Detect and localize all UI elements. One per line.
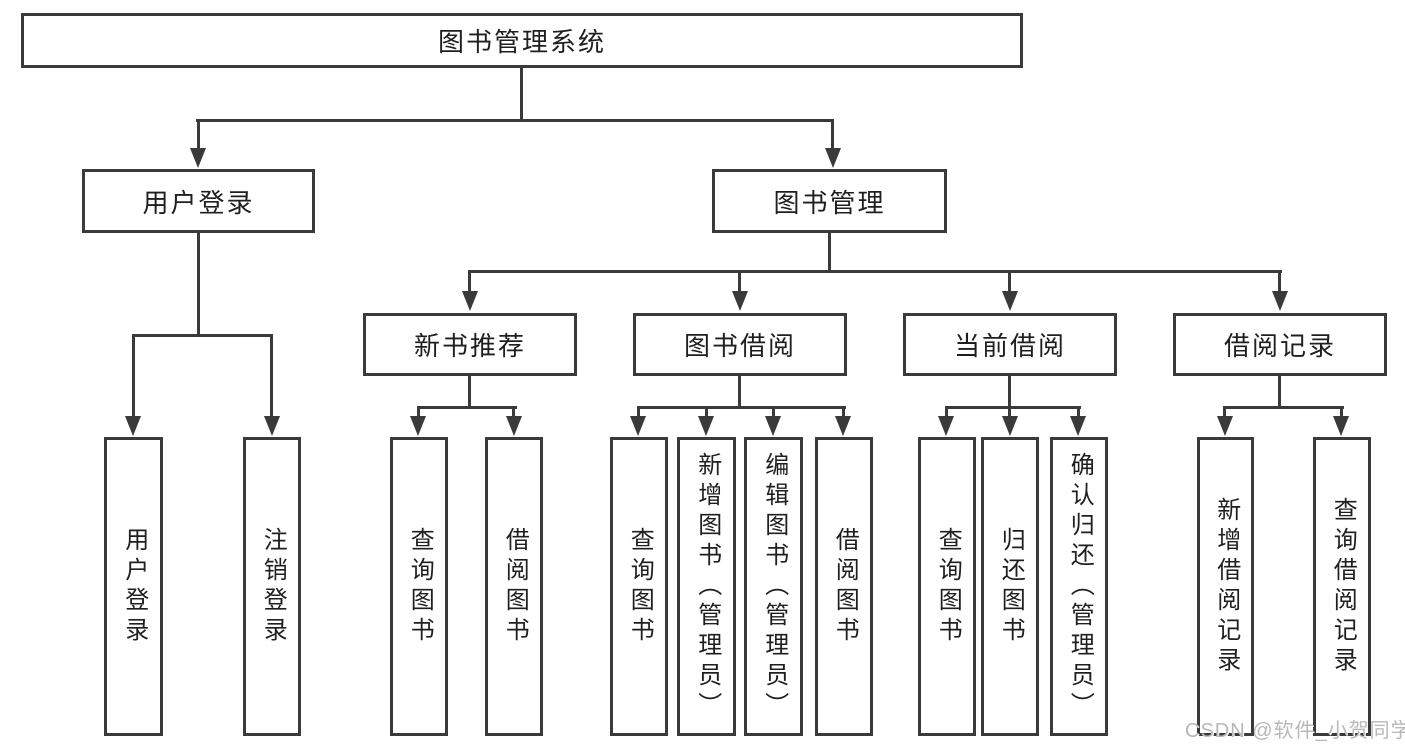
arrow-down-icon <box>825 148 841 168</box>
connector-line <box>1340 406 1343 418</box>
connector-line <box>468 270 1282 273</box>
arrow-down-icon <box>732 291 748 311</box>
connector-line <box>1008 376 1011 408</box>
connector-line <box>1278 376 1281 408</box>
connector-line <box>468 270 471 294</box>
node-label: 注销登录 <box>259 526 287 647</box>
node-leaf-query-borrow-record: 查询借阅记录 <box>1313 437 1371 736</box>
node-leaf-add-book-admin: 新增图书（管理员） <box>677 437 736 736</box>
connector-line <box>1223 406 1344 409</box>
node-library-management-system: 图书管理系统 <box>21 13 1023 68</box>
connector-line <box>1223 406 1226 418</box>
connector-line <box>1278 270 1281 294</box>
connector-line <box>132 334 135 418</box>
connector-line <box>738 376 741 408</box>
node-label: 图书借阅 <box>683 331 796 361</box>
node-new-book-recommend: 新书推荐 <box>363 313 577 376</box>
node-label: 新增图书（管理员） <box>693 451 721 722</box>
node-leaf-borrow-books-1: 借阅图书 <box>485 437 543 736</box>
node-label: 查询借阅记录 <box>1329 496 1357 677</box>
node-label: 归还图书 <box>997 526 1025 647</box>
connector-line <box>512 406 515 418</box>
node-leaf-user-login: 用户登录 <box>104 437 163 736</box>
arrow-down-icon <box>1070 416 1086 436</box>
arrow-down-icon <box>264 416 280 436</box>
node-label: 当前借阅 <box>953 331 1066 361</box>
connector-line <box>831 119 834 150</box>
connector-line <box>772 406 775 418</box>
node-label: 编辑图书（管理员） <box>760 451 788 722</box>
connector-line <box>738 270 741 294</box>
node-label: 图书管理系统 <box>437 27 606 57</box>
connector-line <box>132 334 273 337</box>
arrow-down-icon <box>1217 416 1233 436</box>
arrow-down-icon <box>698 416 714 436</box>
connector-line <box>705 406 708 418</box>
connector-line <box>196 119 834 122</box>
node-label: 查询图书 <box>406 526 434 647</box>
arrow-down-icon <box>630 416 646 436</box>
connector-line <box>828 233 831 272</box>
node-leaf-query-books-3: 查询图书 <box>918 437 976 736</box>
node-label: 图书管理 <box>773 187 886 218</box>
connector-line <box>1077 406 1080 418</box>
node-user-login-branch: 用户登录 <box>82 169 315 233</box>
arrow-down-icon <box>1333 416 1349 436</box>
connector-line <box>637 406 640 418</box>
node-leaf-return-books: 归还图书 <box>981 437 1039 736</box>
arrow-down-icon <box>506 416 522 436</box>
node-leaf-logout: 注销登录 <box>243 437 301 736</box>
node-label: 借阅图书 <box>501 526 529 647</box>
connector-line <box>520 68 523 121</box>
arrow-down-icon <box>1002 416 1018 436</box>
arrow-down-icon <box>1272 291 1288 311</box>
node-label: 用户登录 <box>142 187 255 218</box>
node-label: 用户登录 <box>120 526 148 647</box>
arrow-down-icon <box>410 416 426 436</box>
arrow-down-icon <box>125 416 141 436</box>
connector-line <box>1008 270 1011 294</box>
connector-line <box>197 233 200 334</box>
node-book-management-branch: 图书管理 <box>712 169 947 233</box>
arrow-down-icon <box>835 416 851 436</box>
arrow-down-icon <box>190 148 206 168</box>
arrow-down-icon <box>1002 291 1018 311</box>
arrow-down-icon <box>765 416 781 436</box>
node-leaf-edit-book-admin: 编辑图书（管理员） <box>744 437 803 736</box>
node-label: 确认归还（管理员） <box>1066 451 1094 722</box>
arrow-down-icon <box>938 416 954 436</box>
node-label: 新增借阅记录 <box>1212 496 1240 677</box>
connector-line <box>842 406 845 418</box>
node-leaf-add-borrow-record: 新增借阅记录 <box>1197 437 1254 736</box>
connector-line <box>417 406 517 409</box>
connector-line <box>417 406 420 418</box>
connector-line <box>637 406 846 409</box>
connector-line <box>1008 406 1011 418</box>
connector-line <box>945 406 1081 409</box>
connector-line <box>945 406 948 418</box>
arrow-down-icon <box>462 291 478 311</box>
node-leaf-query-books-1: 查询图书 <box>390 437 448 736</box>
connector-line <box>468 376 471 408</box>
node-label: 借阅图书 <box>831 526 859 647</box>
csdn-watermark: CSDN @软件_小贺同学 <box>1185 720 1405 742</box>
node-leaf-borrow-books-2: 借阅图书 <box>815 437 873 736</box>
node-borrowing-records: 借阅记录 <box>1173 313 1387 376</box>
node-label: 新书推荐 <box>413 331 526 361</box>
node-label: 查询图书 <box>934 526 962 647</box>
node-book-borrowing: 图书借阅 <box>633 313 847 376</box>
node-label: 借阅记录 <box>1223 331 1336 361</box>
connector-line <box>197 119 200 150</box>
connector-line <box>270 334 273 418</box>
node-label: 查询图书 <box>626 526 654 647</box>
node-leaf-confirm-return-admin: 确认归还（管理员） <box>1050 437 1108 736</box>
node-leaf-query-books-2: 查询图书 <box>610 437 668 736</box>
node-current-borrowing: 当前借阅 <box>903 313 1117 376</box>
